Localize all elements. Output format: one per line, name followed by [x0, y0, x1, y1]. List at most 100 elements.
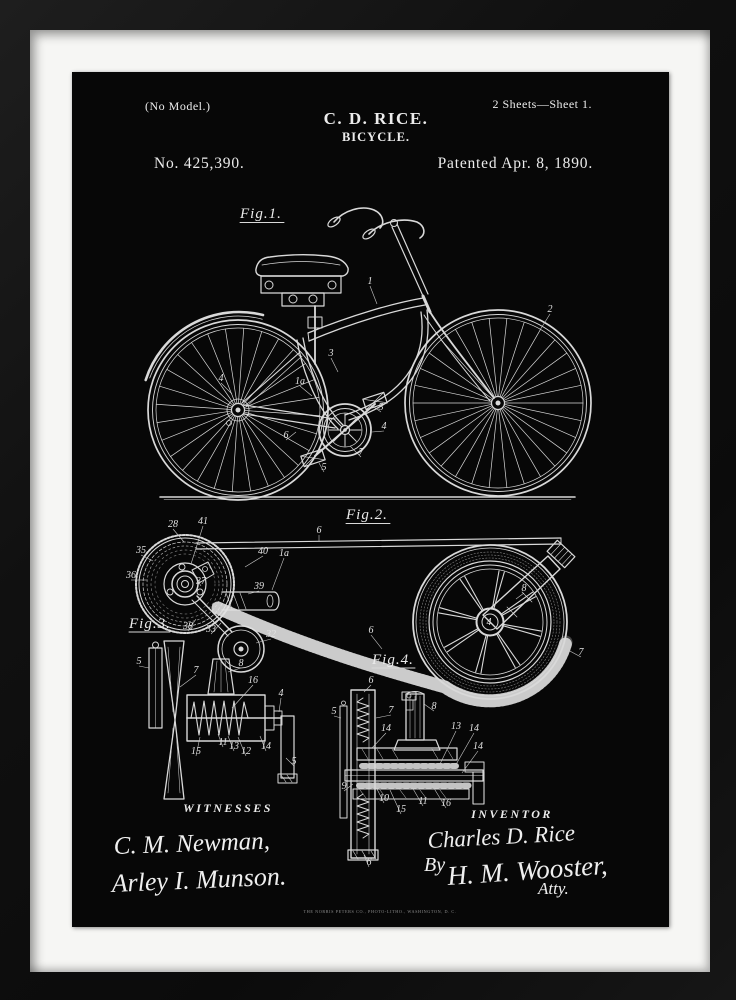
ref-leader-line: [363, 684, 372, 693]
ref-numeral: 7: [579, 647, 585, 658]
ref-leader-line: [259, 735, 267, 752]
ref-leader-line: [195, 736, 201, 757]
ref-numeral: 11: [218, 737, 227, 748]
fig1-bicycle-drawing: [144, 207, 592, 501]
ref-numeral: 6: [284, 430, 289, 441]
ref-numeral: 15: [191, 746, 201, 757]
ref-numeral: 8: [239, 658, 244, 669]
ref-numeral: 28: [168, 519, 178, 530]
ref-leader-line: [237, 736, 247, 757]
ref-numeral: 14: [469, 723, 479, 734]
ref-numeral: 41: [198, 516, 208, 527]
ref-leader-line: [375, 714, 392, 719]
ref-numeral: 13: [451, 721, 461, 732]
patent-poster: (No Model.) 2 Sheets—Sheet 1. C. D. RICE…: [72, 72, 669, 927]
ref-numeral: 14: [261, 741, 271, 752]
sheet-count: 2 Sheets—Sheet 1.: [493, 97, 593, 111]
ref-leader-line: [515, 592, 525, 600]
by-label: By: [424, 854, 445, 876]
ref-numeral: 3: [328, 348, 334, 359]
ref-leader-line: [231, 684, 254, 709]
ref-numeral: 4: [487, 617, 492, 628]
ref-numeral: 9: [342, 781, 347, 792]
ref-numeral: 15: [396, 804, 406, 815]
ref-numeral: 1a: [279, 548, 289, 559]
ref-leader-line: [227, 667, 242, 673]
patent-number: No. 425,390.: [154, 155, 245, 172]
ref-leader-line: [343, 783, 354, 792]
ref-numeral: 36: [125, 570, 136, 581]
ref-leader-line: [370, 634, 383, 650]
ref-numeral: 1: [368, 276, 373, 287]
ref-numeral: 12: [241, 746, 251, 757]
drive-wheel-spokes-a: [438, 570, 542, 674]
ref-numeral: 7: [194, 665, 200, 676]
ref-numeral: 13: [229, 741, 239, 752]
ref-numeral: 5: [332, 706, 337, 717]
ref-numeral: 7: [389, 705, 395, 716]
ref-numeral: 5: [322, 462, 327, 473]
ref-leader-line: [217, 733, 224, 748]
inventor-label: INVENTOR: [470, 807, 553, 821]
pedal-lower: [300, 448, 326, 468]
ref-numeral: 16: [441, 798, 451, 809]
ref-leader-line: [179, 674, 197, 688]
ref-numeral: 6: [317, 525, 322, 536]
ref-numeral: 5: [292, 756, 297, 767]
inventor-signature: Charles D. Rice: [427, 820, 576, 853]
ref-numeral: 6: [369, 675, 374, 686]
ref-leader-line: [389, 789, 402, 815]
ref-leader-line: [285, 431, 297, 441]
ref-numeral: 33: [205, 624, 216, 635]
fig1-label: Fig.1.: [239, 206, 282, 222]
witness-signature-2: Arley I. Munson.: [109, 861, 287, 898]
ref-leader-line: [299, 385, 313, 397]
ref-leader-line: [220, 382, 233, 395]
ref-numeral: 8: [522, 583, 527, 594]
ref-numeral: 14: [381, 723, 391, 734]
fig4-label: Fig.4.: [371, 652, 414, 668]
ref-leader-line: [271, 557, 285, 591]
attorney-signature: H. M. Wooster,: [445, 850, 608, 891]
ref-numeral: 37: [195, 576, 207, 587]
ref-numeral: 35: [135, 545, 146, 556]
ref-leader-line: [453, 732, 475, 769]
ref-numeral: 38: [182, 621, 193, 632]
ref-leader-line: [244, 555, 264, 568]
ref-leader-line: [247, 590, 260, 595]
ref-numeral: 5: [137, 656, 142, 667]
ref-leader-line: [172, 528, 185, 543]
ref-numeral: 8: [432, 701, 437, 712]
ref-numeral: 10: [379, 793, 389, 804]
ref-leader-line: [411, 786, 424, 807]
fig2-pedal: [546, 539, 576, 569]
ref-numeral: 40: [258, 546, 268, 557]
ref-leader-line: [255, 638, 272, 644]
ref-leader-line: [461, 750, 479, 774]
fig2-label: Fig.2.: [345, 507, 388, 523]
ref-numeral: 11: [418, 796, 427, 807]
ref-leader-line: [140, 554, 154, 562]
ref-leader-line: [195, 577, 202, 587]
ref-leader-line: [363, 854, 370, 868]
ref-leader-line: [227, 735, 235, 752]
ref-leader-line: [376, 788, 385, 804]
ref-leader-line: [278, 697, 282, 713]
patent-date: Patented Apr. 8, 1890.: [438, 155, 593, 172]
fig3-label: Fig.3.: [128, 616, 171, 632]
ref-leader-line: [539, 313, 551, 331]
ref-leader-line: [369, 285, 378, 305]
fig2-drive-mechanism-drawing: [135, 534, 576, 711]
ref-leader-line: [431, 784, 447, 809]
no-model-note: (No Model.): [145, 99, 211, 113]
ref-leader-line: [187, 618, 197, 632]
ref-numeral: 7: [359, 447, 365, 458]
pedal-upper: [362, 391, 388, 411]
ref-leader-line: [330, 357, 339, 373]
attorney-title: Atty.: [537, 879, 569, 898]
witness-signature-1: C. M. Newman,: [113, 828, 270, 860]
